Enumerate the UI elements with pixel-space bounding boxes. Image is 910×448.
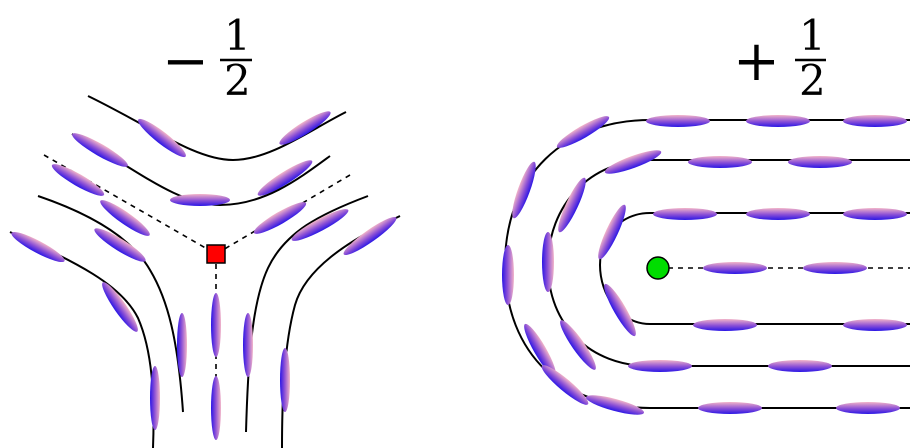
director-ellipse (698, 402, 762, 414)
director-ellipse (843, 319, 907, 331)
label-minus-numerator: 1 (224, 11, 251, 60)
plus-half-defect-core (647, 257, 669, 279)
director-ellipse (69, 129, 130, 171)
director-ellipse (538, 361, 592, 409)
director-ellipse (653, 208, 717, 220)
director-ellipse (556, 317, 600, 373)
director-ellipse (276, 107, 333, 149)
director-ellipse (170, 194, 230, 206)
label-minus-sign: − (162, 29, 209, 94)
director-ellipse (9, 228, 68, 267)
label-minus-half: − 1 2 (162, 11, 252, 105)
director-ellipse (177, 313, 187, 377)
director-ellipse (211, 293, 221, 357)
director-ellipse (502, 245, 514, 305)
director-ellipse (584, 391, 645, 418)
director-ellipse (843, 115, 907, 127)
director-ellipse (600, 281, 640, 339)
minus-half-ellipses (9, 107, 400, 440)
director-ellipse (836, 402, 900, 414)
director-ellipse (542, 232, 554, 292)
director-ellipse (554, 112, 612, 152)
director-ellipse (646, 115, 710, 127)
label-minus-denominator: 2 (224, 56, 251, 105)
director-ellipse (135, 115, 190, 161)
label-plus-sign: + (733, 29, 780, 94)
plus-half-ellipses (502, 112, 907, 419)
director-ellipse (49, 160, 107, 200)
director-ellipse (603, 146, 663, 178)
director-ellipse (150, 366, 160, 430)
director-ellipse (788, 156, 852, 168)
director-ellipse (746, 115, 810, 127)
field-line (282, 216, 400, 448)
director-ellipse (746, 208, 810, 220)
director-ellipse (628, 360, 692, 372)
label-plus-numerator: 1 (799, 11, 826, 60)
director-ellipse (703, 262, 767, 274)
minus-half-defect-core (207, 245, 225, 263)
director-ellipse (280, 348, 290, 412)
director-ellipse (243, 313, 253, 377)
director-ellipse (693, 319, 757, 331)
director-ellipse (98, 279, 142, 335)
director-ellipse (211, 376, 221, 440)
director-ellipse (803, 262, 867, 274)
director-ellipse (843, 208, 907, 220)
field-line (10, 232, 154, 448)
director-ellipse (255, 156, 316, 200)
director-ellipse (688, 156, 752, 168)
label-plus-half: + 1 2 (733, 11, 826, 105)
director-ellipse (508, 160, 540, 220)
director-ellipse (340, 213, 399, 260)
director-ellipse (554, 175, 590, 234)
director-ellipse (594, 202, 630, 261)
label-plus-denominator: 2 (799, 56, 826, 105)
director-ellipse (768, 360, 832, 372)
field-line (38, 196, 183, 412)
minus-half-field-lines (10, 96, 400, 448)
